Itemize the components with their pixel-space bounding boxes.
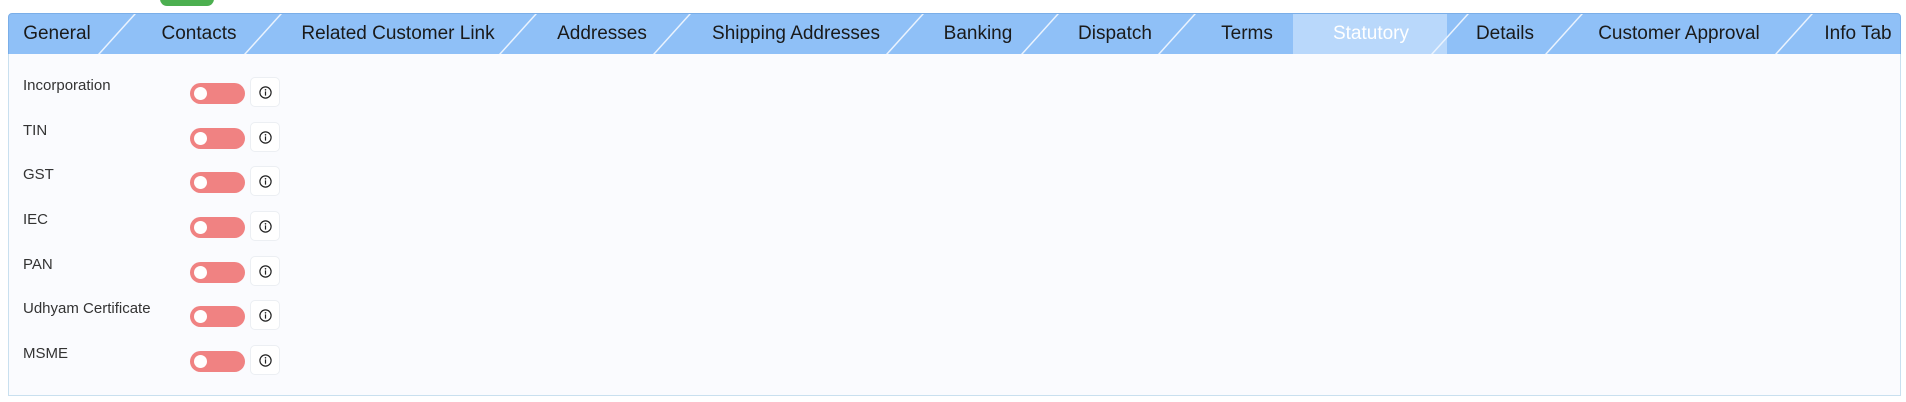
- field-label: GST: [23, 166, 54, 183]
- toggle-knob: [194, 310, 207, 323]
- info-circle-icon: [258, 219, 272, 233]
- field-label: IEC: [23, 211, 49, 228]
- toggle-knob: [194, 132, 207, 145]
- statutory-panel: Incorporation TIN GST IEC PAN Udhya: [8, 54, 1901, 396]
- tab-related-customer-link[interactable]: Related Customer Link: [301, 23, 495, 44]
- top-status-pill: [160, 0, 214, 6]
- tab-general[interactable]: General: [23, 23, 91, 44]
- toggle-knob: [194, 221, 207, 234]
- field-label: PAN: [23, 256, 53, 273]
- info-button[interactable]: [250, 122, 280, 152]
- toggle-knob: [194, 87, 207, 100]
- active-tab-highlight: [1293, 14, 1447, 54]
- info-circle-icon: [258, 174, 272, 188]
- udhyam-certificate-toggle[interactable]: [190, 306, 245, 327]
- toggle-knob: [194, 176, 207, 189]
- tab-banking[interactable]: Banking: [943, 23, 1013, 44]
- info-circle-icon: [258, 85, 272, 99]
- info-button[interactable]: [250, 166, 280, 196]
- tab-customer-approval[interactable]: Customer Approval: [1598, 23, 1760, 44]
- incorporation-toggle[interactable]: [190, 83, 245, 104]
- iec-toggle[interactable]: [190, 217, 245, 238]
- tab-addresses[interactable]: Addresses: [557, 23, 647, 44]
- tab-statutory[interactable]: Statutory: [1332, 23, 1410, 44]
- tab-shipping-addresses[interactable]: Shipping Addresses: [712, 23, 880, 44]
- tab-dispatch[interactable]: Dispatch: [1078, 23, 1152, 44]
- info-circle-icon: [258, 264, 272, 278]
- tab-contacts[interactable]: Contacts: [161, 23, 237, 44]
- info-circle-icon: [258, 130, 272, 144]
- field-label: MSME: [23, 345, 68, 362]
- tab-bar: General Contacts Related Customer Link A…: [8, 13, 1901, 55]
- info-circle-icon: [258, 308, 272, 322]
- msme-toggle[interactable]: [190, 351, 245, 372]
- field-label: TIN: [23, 122, 48, 139]
- gst-toggle[interactable]: [190, 172, 245, 193]
- pan-toggle[interactable]: [190, 262, 245, 283]
- info-button[interactable]: [250, 256, 280, 286]
- info-button[interactable]: [250, 345, 280, 375]
- tab-info-tab[interactable]: Info Tab: [1824, 23, 1892, 44]
- tab-terms[interactable]: Terms: [1221, 23, 1273, 44]
- info-button[interactable]: [250, 300, 280, 330]
- tin-toggle[interactable]: [190, 128, 245, 149]
- toggle-knob: [194, 266, 207, 279]
- field-label: Incorporation: [23, 77, 111, 94]
- info-button[interactable]: [250, 77, 280, 107]
- field-label: Udhyam Certificate: [23, 300, 151, 317]
- info-circle-icon: [258, 353, 272, 367]
- info-button[interactable]: [250, 211, 280, 241]
- toggle-knob: [194, 355, 207, 368]
- tab-details[interactable]: Details: [1475, 23, 1535, 44]
